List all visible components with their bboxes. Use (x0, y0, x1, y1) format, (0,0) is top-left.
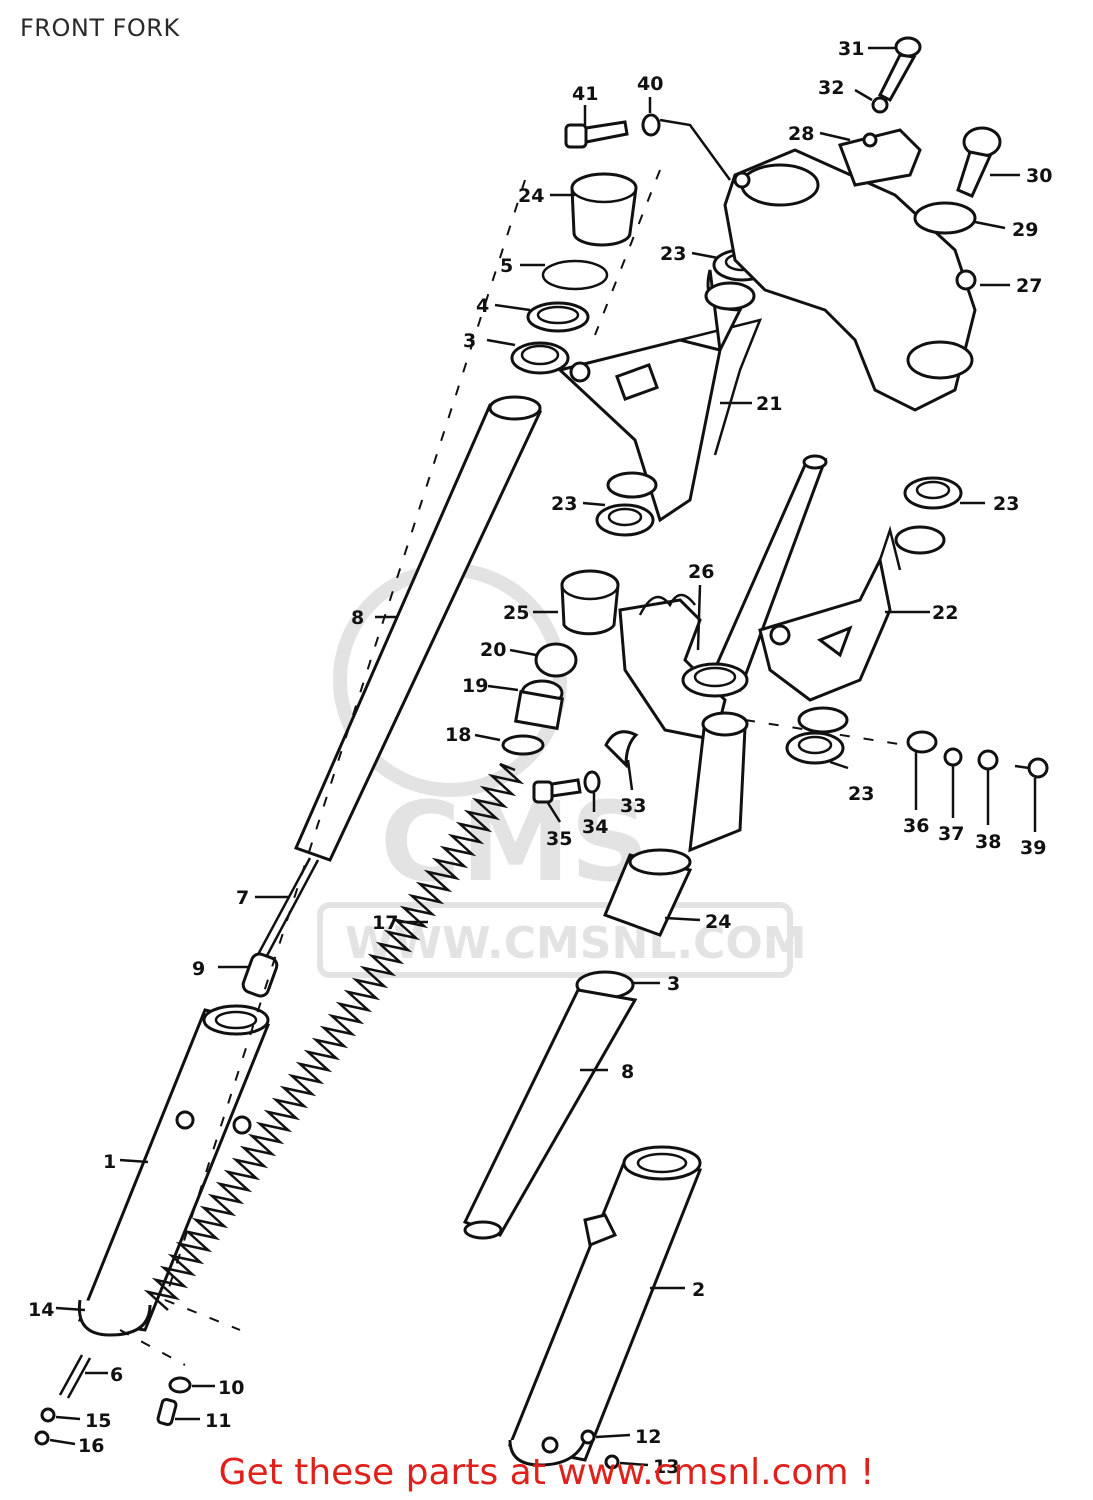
holder-bolt (877, 36, 922, 102)
callout-14: 14 (28, 1299, 54, 1321)
washer-18 (501, 734, 545, 756)
callout-3-top: 3 (463, 330, 476, 352)
collar-36 (906, 730, 938, 754)
callout-24-top: 24 (518, 185, 544, 207)
cushion-group-d (785, 706, 849, 765)
callout-23-d: 23 (848, 783, 874, 805)
callout-28: 28 (788, 123, 814, 145)
callout-35: 35 (546, 828, 572, 850)
callout-19: 19 (462, 675, 488, 697)
cushion-group-b (595, 471, 658, 537)
outer-tube-right (507, 1145, 703, 1467)
watermark-url-text: WWW.CMSNL.COM (345, 918, 807, 969)
callout-24-bottom: 24 (705, 911, 731, 933)
inner-tube-left (293, 395, 543, 862)
callout-12: 12 (635, 1426, 661, 1448)
callout-11: 11 (205, 1410, 231, 1432)
callout-33: 33 (620, 795, 646, 817)
callout-15: 15 (85, 1410, 111, 1432)
callout-8-bottom: 8 (621, 1061, 634, 1083)
callout-20: 20 (480, 639, 506, 661)
screw-13 (604, 1454, 620, 1470)
washer-top (913, 201, 977, 235)
callout-18: 18 (445, 724, 471, 746)
callout-25: 25 (503, 602, 529, 624)
fork-cap-20 (534, 642, 578, 678)
callout-16: 16 (78, 1435, 104, 1457)
callout-8-top: 8 (351, 607, 364, 629)
callout-23-b: 23 (551, 493, 577, 515)
callout-labels: 31 32 28 30 29 27 41 40 24 5 4 3 23 21 2… (28, 38, 1052, 1478)
handlebar-holder (838, 128, 922, 187)
callout-41: 41 (572, 83, 598, 105)
callout-23-a: 23 (660, 243, 686, 265)
callout-6: 6 (110, 1364, 123, 1386)
page-title: FRONT FORK (20, 14, 180, 42)
callout-21: 21 (756, 393, 782, 415)
callout-36: 36 (903, 815, 929, 837)
callout-7: 7 (236, 887, 249, 909)
bolt-35 (532, 778, 582, 804)
washer-34 (583, 770, 601, 794)
headlight-bracket-right (758, 525, 902, 702)
callout-37: 37 (938, 823, 964, 845)
fork-spring (143, 762, 525, 1311)
callout-22: 22 (932, 602, 958, 624)
callout-34: 34 (582, 816, 608, 838)
drain-bolt-6 (58, 1354, 92, 1399)
outer-tube-left (77, 1004, 271, 1337)
callout-31: 31 (838, 38, 864, 60)
washer-small (871, 96, 889, 114)
callout-3-bottom: 3 (667, 973, 680, 995)
callout-30: 30 (1026, 165, 1052, 187)
washer-12 (580, 1429, 596, 1445)
bolt-11 (156, 1397, 178, 1427)
damper-rod (252, 857, 320, 966)
clamp-33 (604, 730, 639, 769)
callout-32: 32 (818, 77, 844, 99)
oil-seal-25 (560, 569, 620, 636)
callout-2: 2 (692, 1279, 705, 1301)
spacer-19 (513, 679, 565, 731)
oil-lock-piece (241, 952, 279, 998)
callout-1: 1 (103, 1151, 116, 1173)
callout-13: 13 (653, 1456, 679, 1478)
callout-5: 5 (500, 255, 513, 277)
promo-link-text[interactable]: Get these parts at www.cmsnl.com ! (218, 1452, 875, 1493)
callout-39: 39 (1020, 837, 1046, 859)
callout-9: 9 (192, 958, 205, 980)
washer-37 (943, 747, 963, 767)
washer-40 (641, 113, 661, 137)
inner-tube-right-upper (688, 711, 749, 853)
steering-stem (618, 454, 828, 742)
callout-29: 29 (1012, 219, 1038, 241)
screw-39 (1014, 757, 1049, 779)
clamp-bolt-top (564, 120, 629, 149)
callout-17: 17 (372, 912, 398, 934)
nut-38 (977, 749, 999, 771)
callout-27: 27 (1016, 275, 1042, 297)
callout-26: 26 (688, 561, 714, 583)
fork-cover-right (603, 848, 693, 937)
screw-16 (34, 1430, 50, 1446)
leader-lines (49, 46, 1037, 1467)
upper-bracket (723, 148, 977, 412)
callout-40: 40 (637, 73, 663, 95)
watermark-logo-text: CMS (380, 778, 649, 906)
cushion-group-c (894, 476, 963, 555)
callout-4: 4 (476, 295, 489, 317)
callout-23-c: 23 (993, 493, 1019, 515)
inner-tube-right (462, 988, 638, 1240)
callout-38: 38 (975, 831, 1001, 853)
upper-parts-left (510, 172, 638, 375)
callout-10: 10 (218, 1377, 244, 1399)
washer-10 (168, 1376, 192, 1394)
washer-15 (40, 1407, 56, 1423)
stem-bolt (956, 126, 1002, 198)
